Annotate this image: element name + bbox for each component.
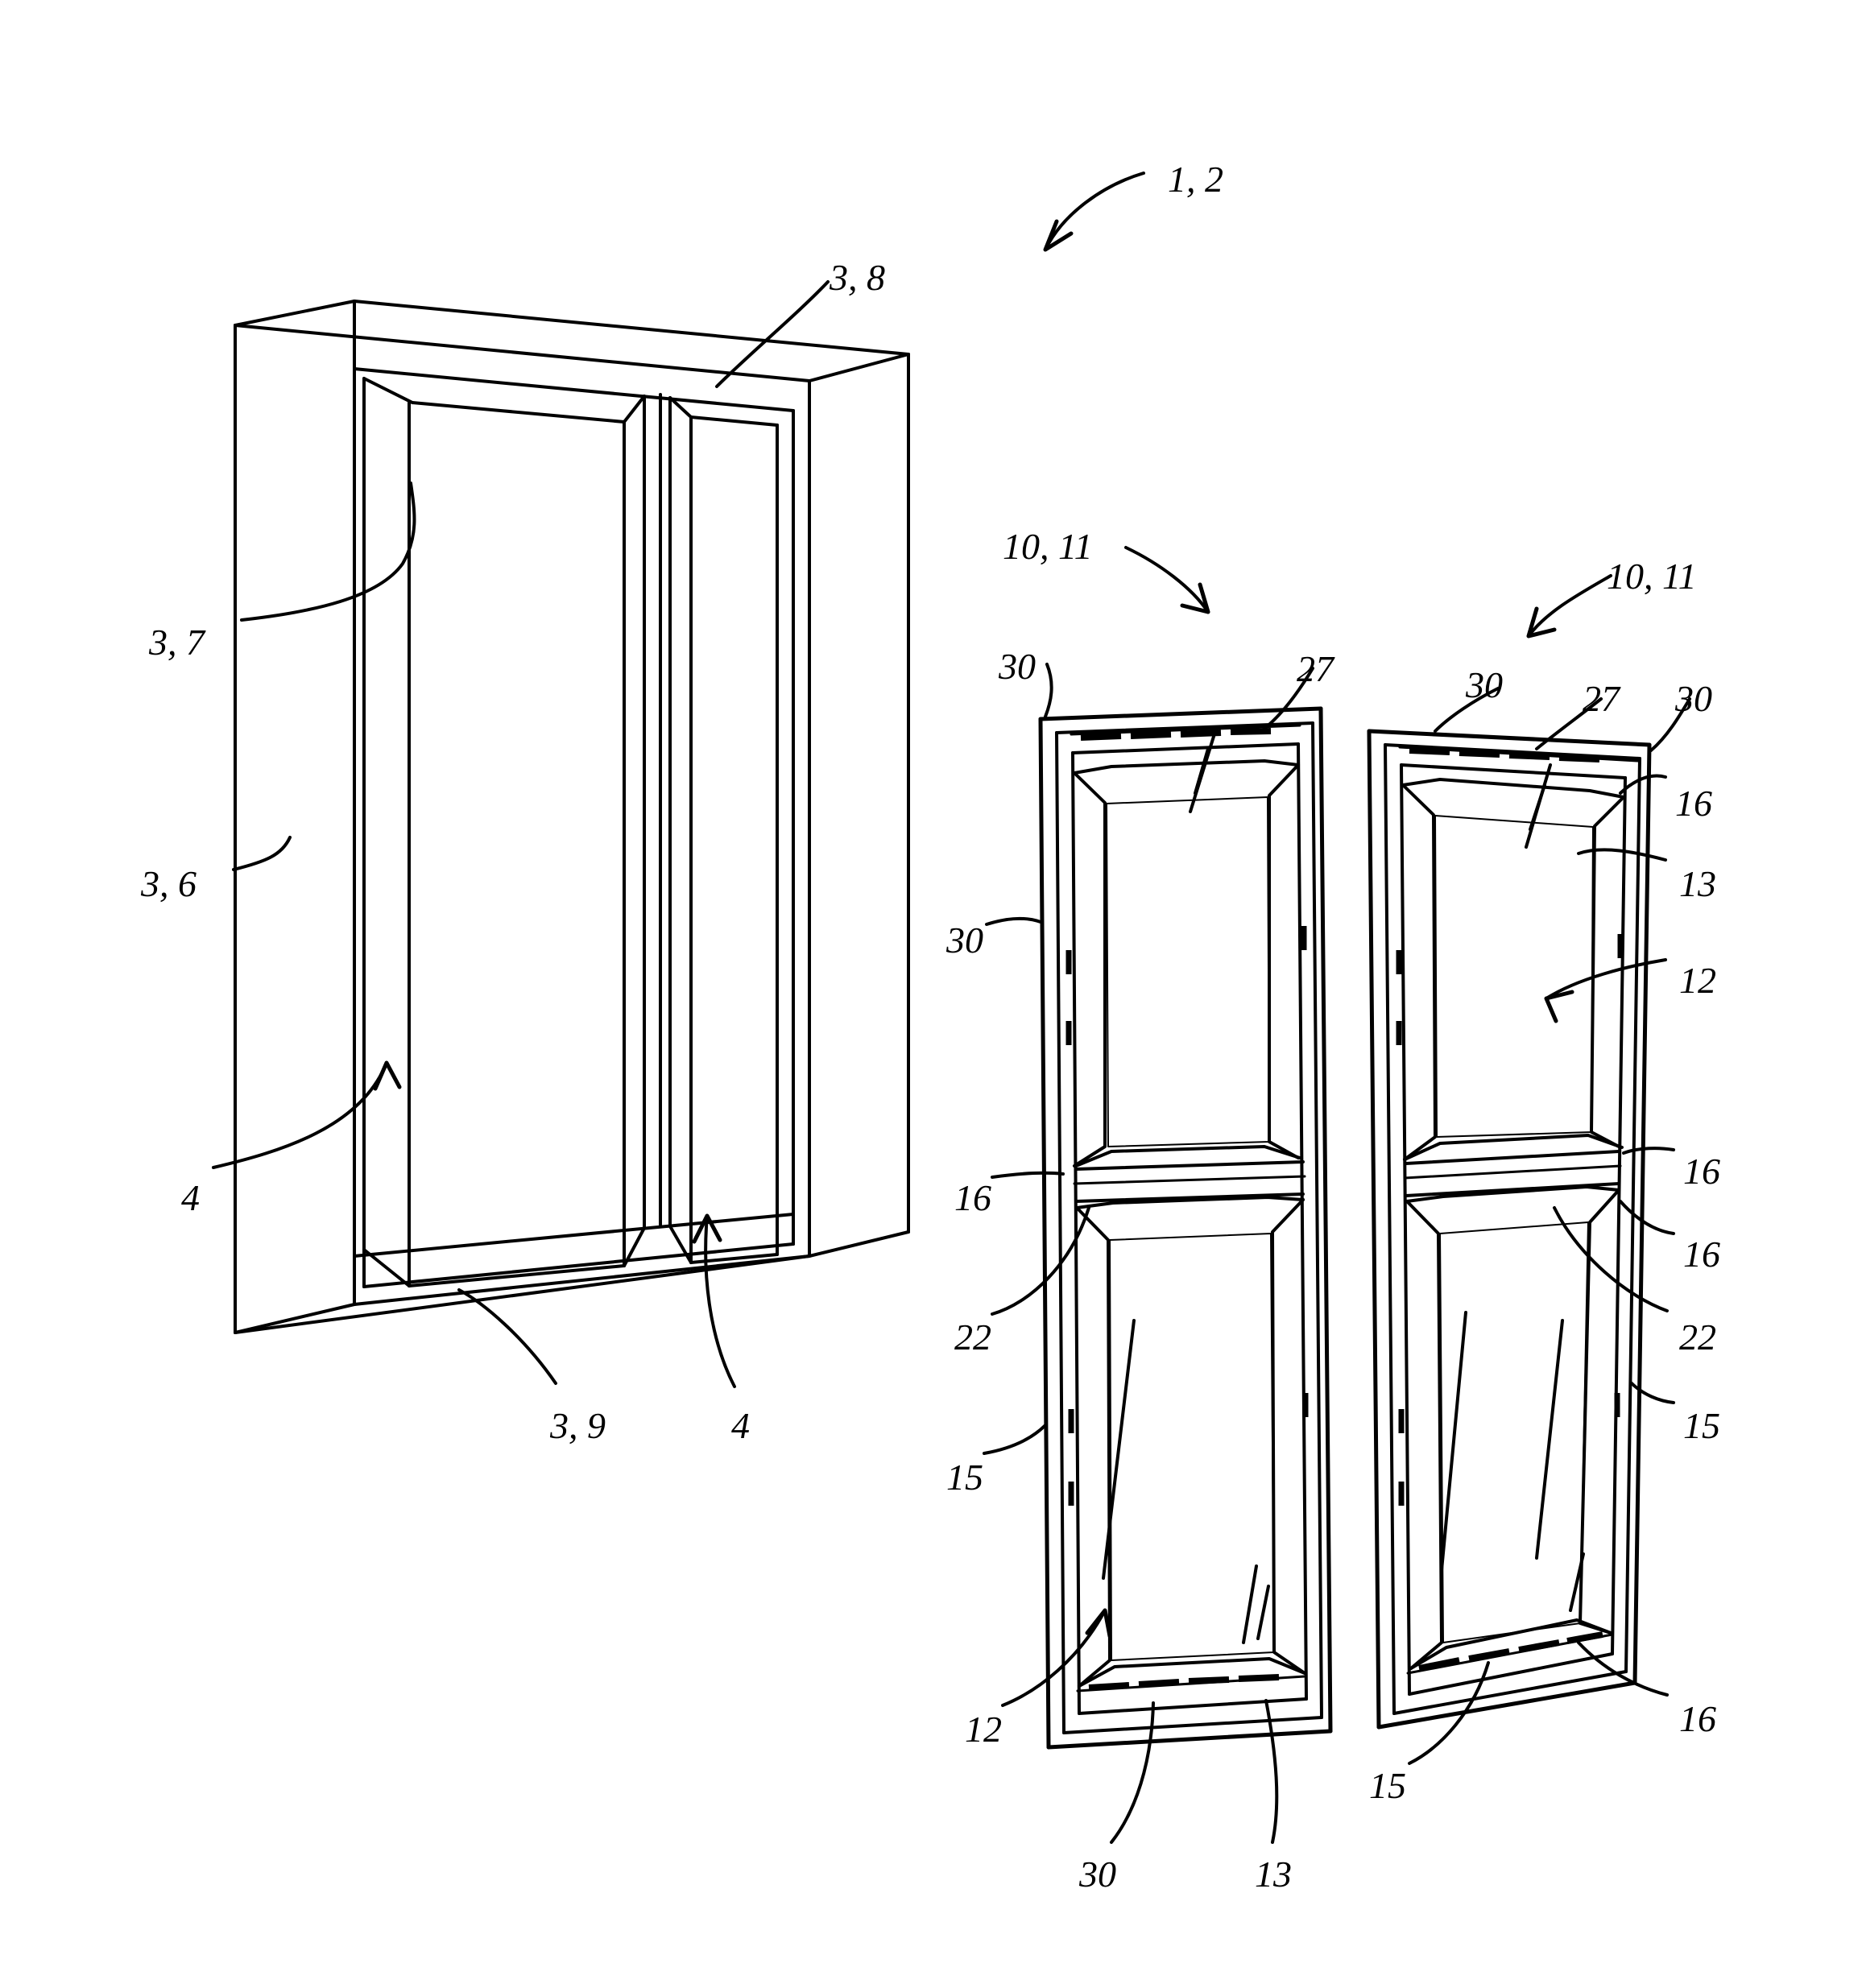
leader-lines [212,172,1691,1844]
ref-label-4-mid: 4 [731,1405,750,1446]
ref-label-16-top-right: 16 [1675,783,1712,824]
ref-label-30-left-side: 30 [946,920,983,961]
ref-label-13-right: 13 [1679,863,1716,904]
ref-label-27-right: 27 [1583,678,1620,719]
ref-label-3-8: 3, 8 [830,257,885,298]
ref-label-30-top-mid: 30 [1466,664,1503,705]
ref-label-30-bottom: 30 [1079,1854,1116,1895]
ref-label-1-2: 1, 2 [1168,159,1223,200]
ref-label-15-right: 15 [1683,1405,1720,1446]
door-panel-right [1367,729,1652,1730]
ref-label-12-right: 12 [1679,960,1716,1001]
ref-label-30-top-left: 30 [999,646,1036,687]
ref-label-27-left: 27 [1297,648,1334,689]
ref-label-22-right: 22 [1679,1316,1716,1358]
ref-label-16-mid-left: 16 [954,1177,991,1218]
ref-label-3-9: 3, 9 [550,1405,606,1446]
door-panel-left [1038,706,1333,1750]
ref-label-10-11-right: 10, 11 [1607,556,1697,597]
ref-label-16-mid-right-2: 16 [1683,1234,1720,1275]
ref-label-16-bottom-right: 16 [1679,1698,1716,1739]
ref-label-10-11-left: 10, 11 [1003,526,1093,567]
ref-label-16-mid-right: 16 [1683,1151,1720,1192]
ref-label-30-top-right: 30 [1675,678,1712,719]
cabinet-carcass [234,300,910,1334]
ref-label-4-left: 4 [181,1177,200,1218]
ref-label-13-bottom: 13 [1255,1854,1292,1895]
ref-label-15-left: 15 [946,1457,983,1498]
ref-label-3-7: 3, 7 [149,622,205,663]
ref-label-22-left: 22 [954,1316,991,1358]
ref-label-15-bottom: 15 [1369,1765,1406,1806]
ref-label-12-bottom-left: 12 [965,1709,1002,1750]
ref-label-3-6: 3, 6 [141,863,197,904]
